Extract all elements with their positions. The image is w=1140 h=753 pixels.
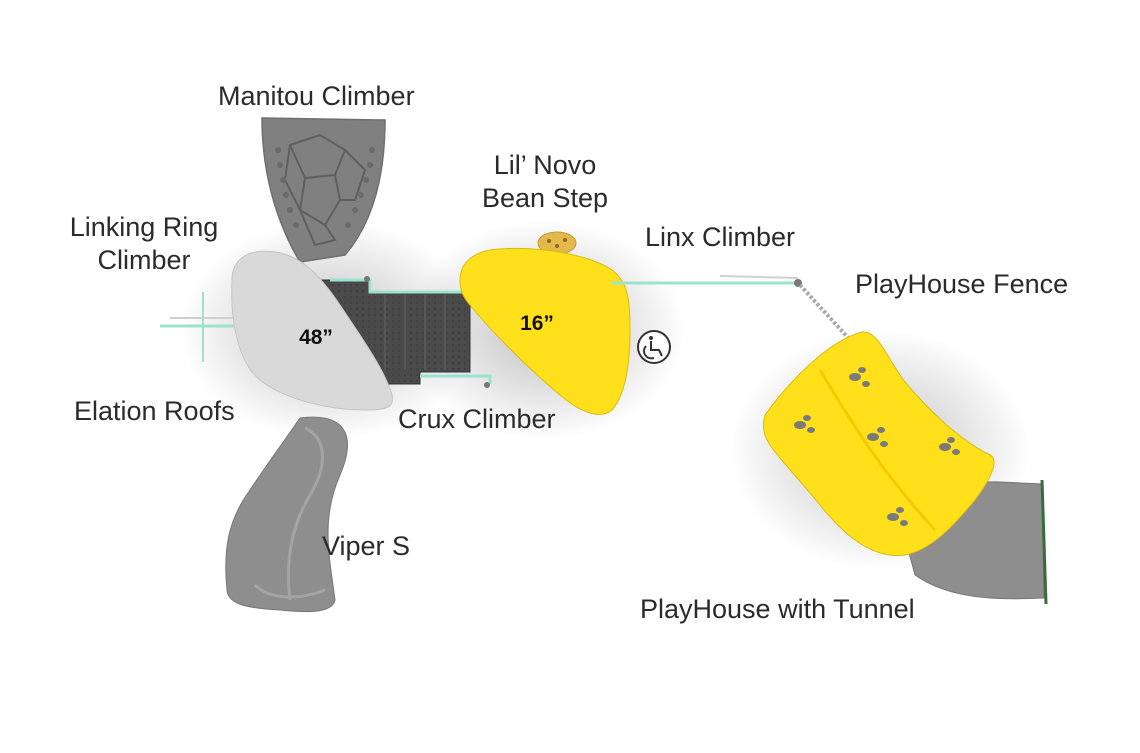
label-linking-line1: Linking Ring [69,212,219,242]
label-novo-line2: Bean Step [481,183,609,213]
label-playhouse-fence: PlayHouse Fence [855,269,1069,299]
label-playhouse-with-tunnel: PlayHouse with Tunnel [640,594,915,624]
label-elation-roofs: Elation Roofs [74,396,235,426]
viper-slide [225,416,348,613]
wheelchair-icon [637,330,671,364]
elation-roof-left [231,250,394,411]
manitou-climber [261,117,386,263]
deck-height-right: 16” [520,312,554,335]
label-viper-s: Viper S [322,531,411,561]
playhouse-roof [762,331,995,557]
label-novo-bean-step: Lil’ Novo Bean Step [470,149,620,215]
label-linking-ring-climber: Linking Ring Climber [58,211,230,277]
label-novo-line1: Lil’ Novo [493,150,597,180]
label-manitou-climber: Manitou Climber [218,81,415,111]
playhouse-fence [798,283,854,344]
elation-roof-right [459,247,631,415]
label-linking-line2: Climber [97,245,191,275]
label-crux-climber: Crux Climber [398,404,556,434]
label-linx-climber: Linx Climber [645,222,796,252]
deck-height-left: 48” [299,326,333,349]
